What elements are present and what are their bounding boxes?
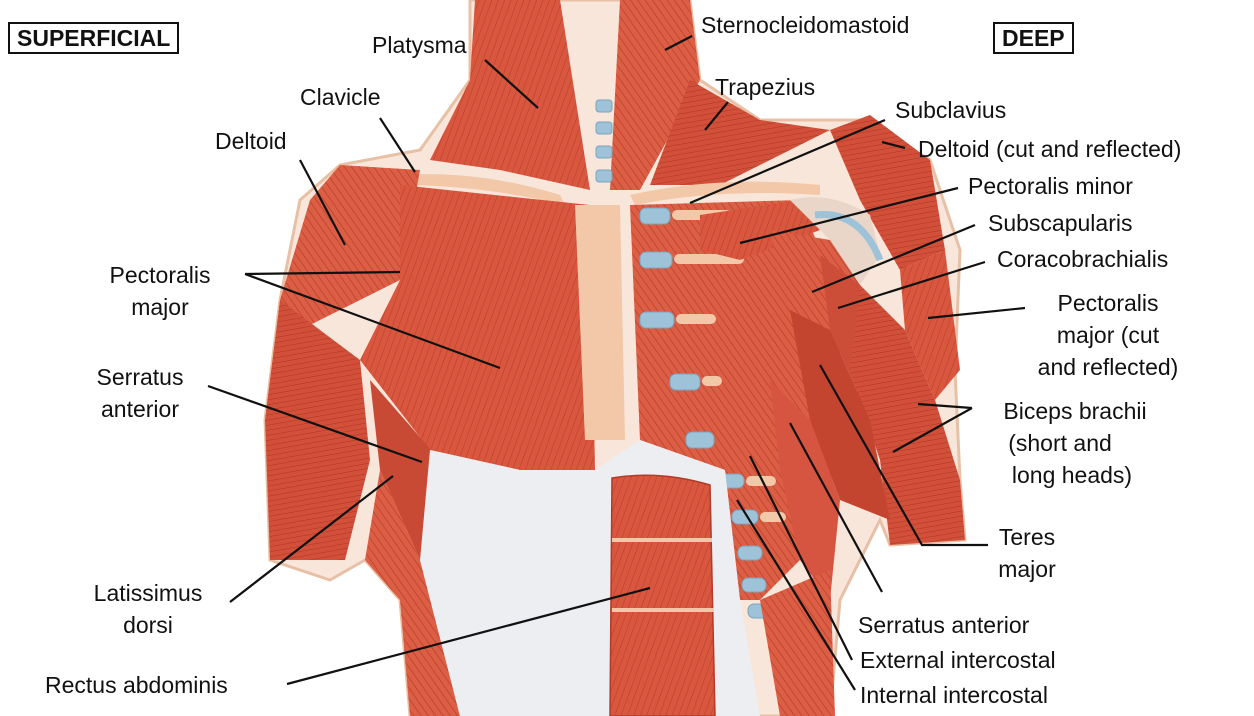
label-trapezius: Trapezius	[715, 74, 815, 101]
label-pectoralis-major-line1: Pectoralis	[96, 262, 224, 289]
label-teres-line2: major	[982, 556, 1072, 583]
label-biceps-line3: long heads)	[988, 462, 1156, 489]
label-latissimus-line1: Latissimus	[76, 580, 220, 607]
rectus-abdominis-shape	[610, 475, 715, 716]
label-internal-intercostal: Internal intercostal	[860, 682, 1048, 709]
label-coracobrachialis: Coracobrachialis	[997, 246, 1168, 273]
label-biceps-line2: (short and	[980, 430, 1140, 457]
label-pec-major-cut-line3: and reflected)	[1008, 354, 1208, 381]
label-biceps-line1: Biceps brachii	[980, 398, 1170, 425]
heading-superficial: SUPERFICIAL	[8, 22, 179, 54]
label-pectoralis-major-line2: major	[96, 294, 224, 321]
label-subclavius: Subclavius	[895, 97, 1006, 124]
label-pectoralis-minor: Pectoralis minor	[968, 173, 1133, 200]
label-pec-major-cut-line2: major (cut	[1018, 322, 1198, 349]
label-serratus-anterior-right: Serratus anterior	[858, 612, 1029, 639]
label-clavicle: Clavicle	[300, 84, 381, 111]
label-rectus-abdominis: Rectus abdominis	[45, 672, 228, 699]
label-deltoid-cut: Deltoid (cut and reflected)	[918, 136, 1181, 163]
label-sternocleidomastoid: Sternocleidomastoid	[701, 12, 909, 39]
label-pec-major-cut-line1: Pectoralis	[1018, 290, 1198, 317]
label-deltoid: Deltoid	[215, 128, 287, 155]
label-platysma: Platysma	[372, 32, 467, 59]
label-serratus-left-line2: anterior	[80, 396, 200, 423]
label-external-intercostal: External intercostal	[860, 647, 1056, 674]
heading-deep: DEEP	[993, 22, 1074, 54]
label-subscapularis: Subscapularis	[988, 210, 1132, 237]
label-serratus-left-line1: Serratus	[80, 364, 200, 391]
label-latissimus-line2: dorsi	[76, 612, 220, 639]
label-teres-line1: Teres	[982, 524, 1072, 551]
